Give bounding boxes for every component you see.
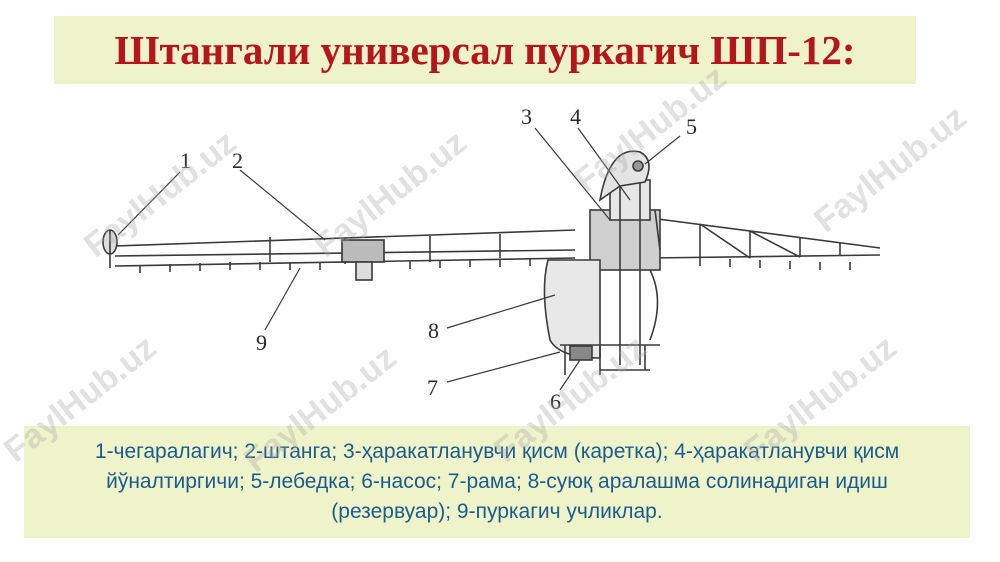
- sprayer-diagram: 1 2 3 4 5 6 7 8 9: [102, 104, 881, 414]
- boom-right: [649, 217, 881, 259]
- slide-title: Штангали универсал пуркагич ШП-12:: [114, 27, 856, 73]
- frame: [560, 344, 660, 375]
- boundary-marker: [102, 229, 118, 268]
- spray-nozzles: [139, 258, 851, 273]
- label-1: 1: [180, 148, 191, 173]
- tank: [543, 259, 659, 359]
- caption-panel: 1-чегаралагич; 2-штанга; 3-ҳаракатланувч…: [24, 426, 970, 538]
- carriage: [589, 179, 661, 365]
- label-8: 8: [428, 318, 439, 343]
- boom-left: [114, 229, 576, 281]
- pump: [569, 345, 593, 361]
- label-6: 6: [550, 389, 561, 414]
- label-9: 9: [256, 330, 267, 355]
- label-3: 3: [521, 104, 532, 129]
- label-2: 2: [232, 148, 243, 173]
- label-5: 5: [686, 114, 697, 139]
- title-panel: Штангали универсал пуркагич ШП-12:: [54, 16, 916, 84]
- label-4: 4: [570, 104, 581, 129]
- winch: [598, 150, 650, 202]
- leader-lines: [117, 127, 681, 391]
- legend-caption: 1-чегаралагич; 2-штанга; 3-ҳаракатланувч…: [94, 440, 900, 523]
- label-7: 7: [427, 375, 438, 400]
